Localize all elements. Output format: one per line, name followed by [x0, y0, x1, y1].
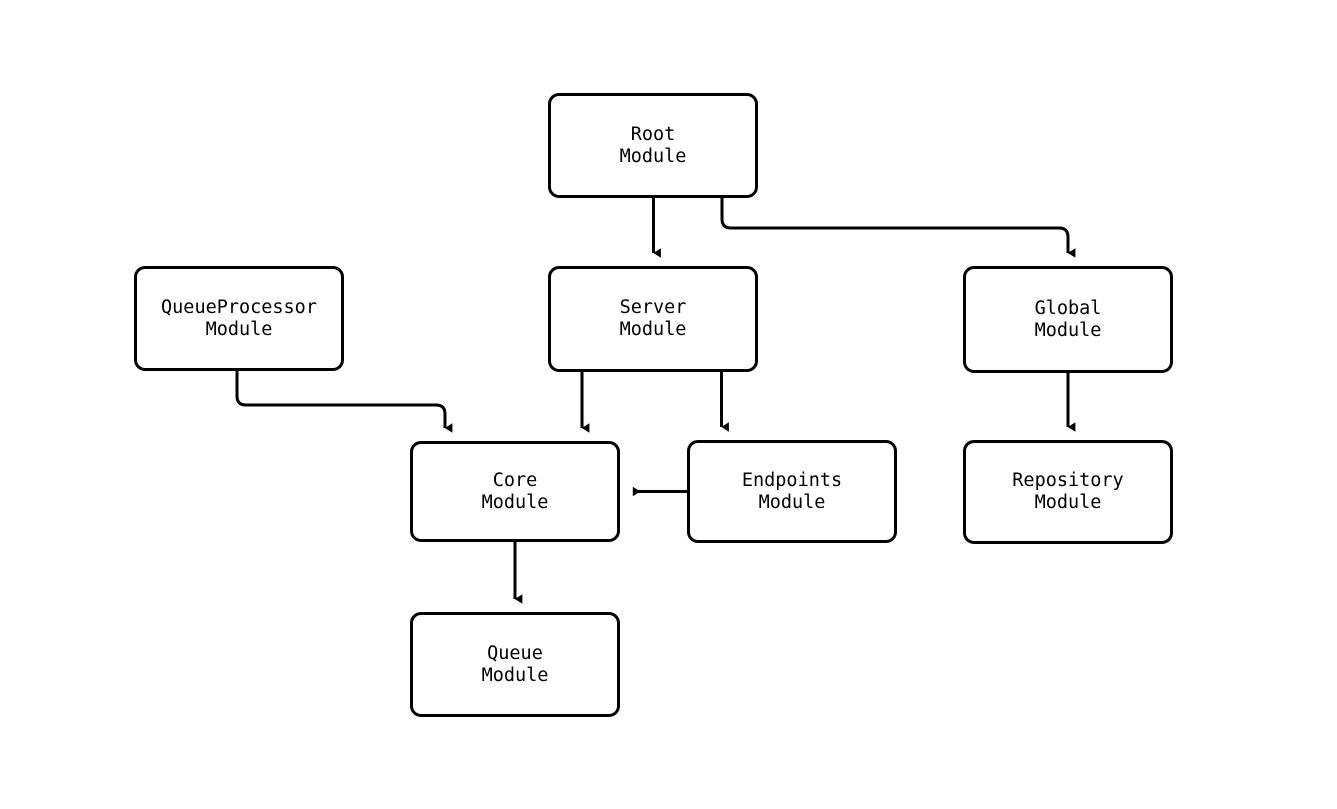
node-queueprocessor-module-suffix: Module	[205, 318, 273, 340]
node-server-module-name: Server	[619, 297, 687, 318]
node-queue-module[interactable]: Queue Module	[410, 612, 620, 717]
node-core-module-suffix: Module	[481, 491, 549, 513]
node-global-module-name: Global	[1034, 297, 1102, 319]
node-server-module[interactable]: Server Module	[548, 266, 758, 372]
node-endpoints-module[interactable]: Endpoints Module	[687, 440, 897, 543]
edge-root-to-global	[720, 198, 1076, 258]
node-queue-module-suffix: Module	[481, 664, 549, 686]
node-root-module-name: Root	[630, 123, 676, 145]
node-server-module-suffix: Module	[619, 319, 687, 340]
edge-queueprocessor-to-core	[235, 371, 453, 433]
node-queue-module-name: Queue	[487, 642, 543, 664]
node-core-module-name: Core	[492, 469, 538, 491]
node-global-module-suffix: Module	[1034, 319, 1102, 341]
node-endpoints-module-suffix: Module	[758, 491, 826, 513]
node-repository-module-suffix: Module	[1034, 492, 1102, 513]
node-queueprocessor-module-name: QueueProcessor	[161, 296, 317, 318]
node-queueprocessor-module[interactable]: QueueProcessor Module	[134, 266, 344, 371]
node-endpoints-module-name: Endpoints	[741, 469, 843, 491]
node-repository-module[interactable]: Repository Module	[963, 440, 1173, 544]
node-root-module-suffix: Module	[619, 145, 687, 167]
node-repository-module-name: Repository	[1012, 470, 1124, 491]
node-core-module[interactable]: Core Module	[410, 441, 620, 542]
node-global-module[interactable]: Global Module	[963, 266, 1173, 373]
node-root-module[interactable]: Root Module	[548, 93, 758, 198]
